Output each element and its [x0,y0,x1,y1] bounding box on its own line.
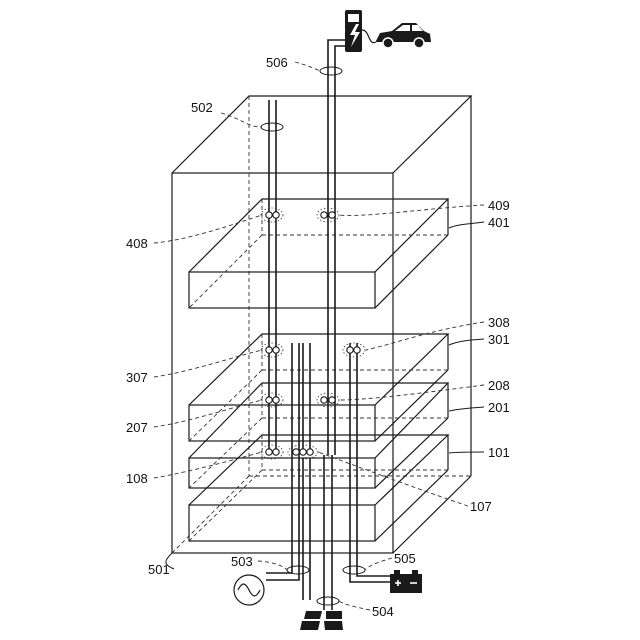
label-408: 408 [126,236,148,251]
solar-panel-icon [300,611,343,630]
layer-401 [189,199,448,308]
label-208: 208 [488,378,510,393]
ac-source-icon [234,575,264,605]
car-icon [376,23,431,48]
label-308: 308 [488,315,510,330]
label-101: 101 [488,445,510,460]
label-503: 503 [231,554,253,569]
label-501: 501 [148,562,170,577]
label-108: 108 [126,471,148,486]
label-401: 401 [488,215,510,230]
label-201: 201 [488,400,510,415]
wiring [266,40,390,610]
label-505: 505 [394,551,416,566]
label-506: 506 [266,55,288,70]
label-409: 409 [488,198,510,213]
label-504: 504 [372,604,394,619]
label-502: 502 [191,100,213,115]
label-307: 307 [126,370,148,385]
outer-enclosure [172,96,471,553]
label-301: 301 [488,332,510,347]
reference-labels: 502 506 409 401 408 308 301 307 208 201 … [126,55,510,619]
label-207: 207 [126,420,148,435]
label-107: 107 [470,499,492,514]
battery-icon [390,570,422,593]
layer-301 [189,334,448,441]
ev-charger-icon [345,10,376,52]
leader-lines [154,62,484,610]
